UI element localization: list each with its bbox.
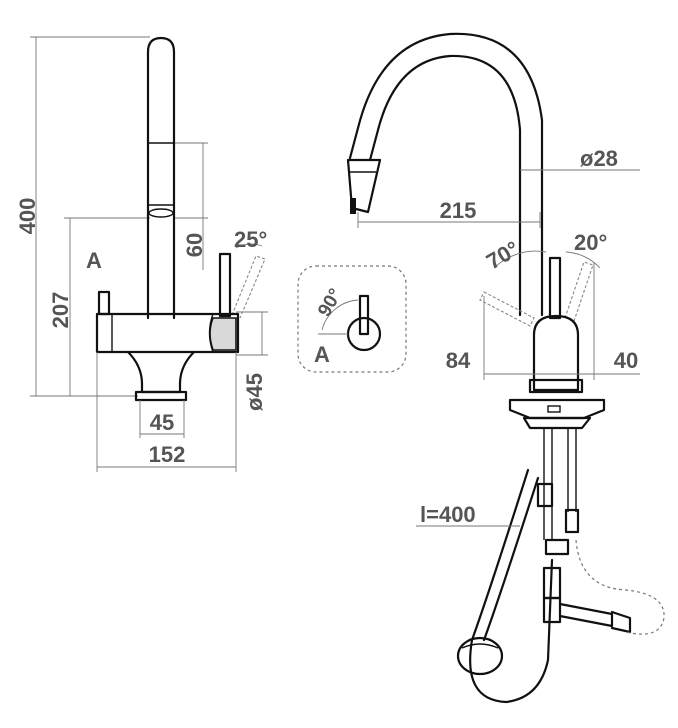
side-body-base (528, 378, 584, 394)
dimension-215: 215 (357, 198, 541, 228)
aerator-icon (148, 208, 174, 218)
dashed-return-hose (575, 539, 665, 635)
valve-lower (542, 596, 562, 624)
side-lever-ghost-back (564, 261, 594, 322)
front-base-plate (134, 390, 188, 402)
marker-a-front: A (86, 248, 102, 273)
label-angle-20: 20° (574, 230, 607, 255)
side-outlet (558, 602, 614, 628)
connector-right (564, 508, 580, 534)
label-height-400: 400 (15, 198, 40, 235)
label-spout-60: 60 (182, 233, 207, 257)
dimension-hose-400: l=400 (416, 502, 520, 527)
dimension-60: 60 (175, 142, 208, 270)
label-offset-40: 40 (614, 348, 638, 373)
label-angle-25: 25° (234, 227, 267, 252)
marker-a-detail: A (314, 342, 330, 367)
front-cap (209, 317, 237, 351)
detail-lever (358, 294, 370, 336)
dimension-207: 207 (48, 217, 150, 396)
label-height-207: 207 (48, 292, 73, 329)
mounting-plate (508, 398, 606, 420)
dimension-84: 84 (446, 296, 556, 380)
dimension-45: 45 (139, 400, 185, 438)
label-angle-70: 70° (482, 236, 523, 274)
right-lever-ghost (231, 255, 266, 319)
pull-out-hose (469, 468, 554, 704)
front-view: 400 207 60 A 25° (15, 36, 268, 472)
dimension-diameter-28: ø28 (520, 146, 640, 171)
side-lever-ghost-front (479, 291, 535, 327)
side-view: ø28 215 70° 20° 84 40 (346, 32, 665, 704)
spray-head (346, 158, 382, 214)
hose-weight (456, 636, 504, 676)
dimension-152: 152 (96, 352, 237, 472)
label-angle-90: 90° (314, 285, 347, 320)
label-width-152: 152 (149, 442, 186, 467)
dimension-40: 40 (556, 262, 640, 380)
front-spout (146, 36, 176, 320)
shank (522, 416, 592, 430)
connector-left (536, 482, 554, 508)
side-lever (548, 256, 562, 320)
label-width-45: 45 (150, 410, 174, 435)
side-spout-arc (348, 32, 544, 317)
side-body (532, 314, 580, 392)
connector-mid (544, 538, 570, 556)
detail-frame (297, 265, 407, 373)
front-base (126, 350, 196, 394)
label-reach-215: 215 (440, 198, 477, 223)
label-hose-length: l=400 (420, 502, 476, 527)
label-diameter-28: ø28 (580, 146, 618, 171)
label-diameter-45: ø45 (242, 373, 267, 411)
top-detail-view: 90° A (297, 265, 407, 373)
left-lever (97, 290, 111, 316)
dimension-400: 400 (15, 36, 150, 397)
front-body (95, 312, 240, 354)
spray-head-nozzle-icon (350, 198, 356, 214)
right-lever (218, 252, 232, 318)
label-offset-84: 84 (446, 348, 471, 373)
dimension-diameter-45: ø45 (236, 311, 268, 411)
